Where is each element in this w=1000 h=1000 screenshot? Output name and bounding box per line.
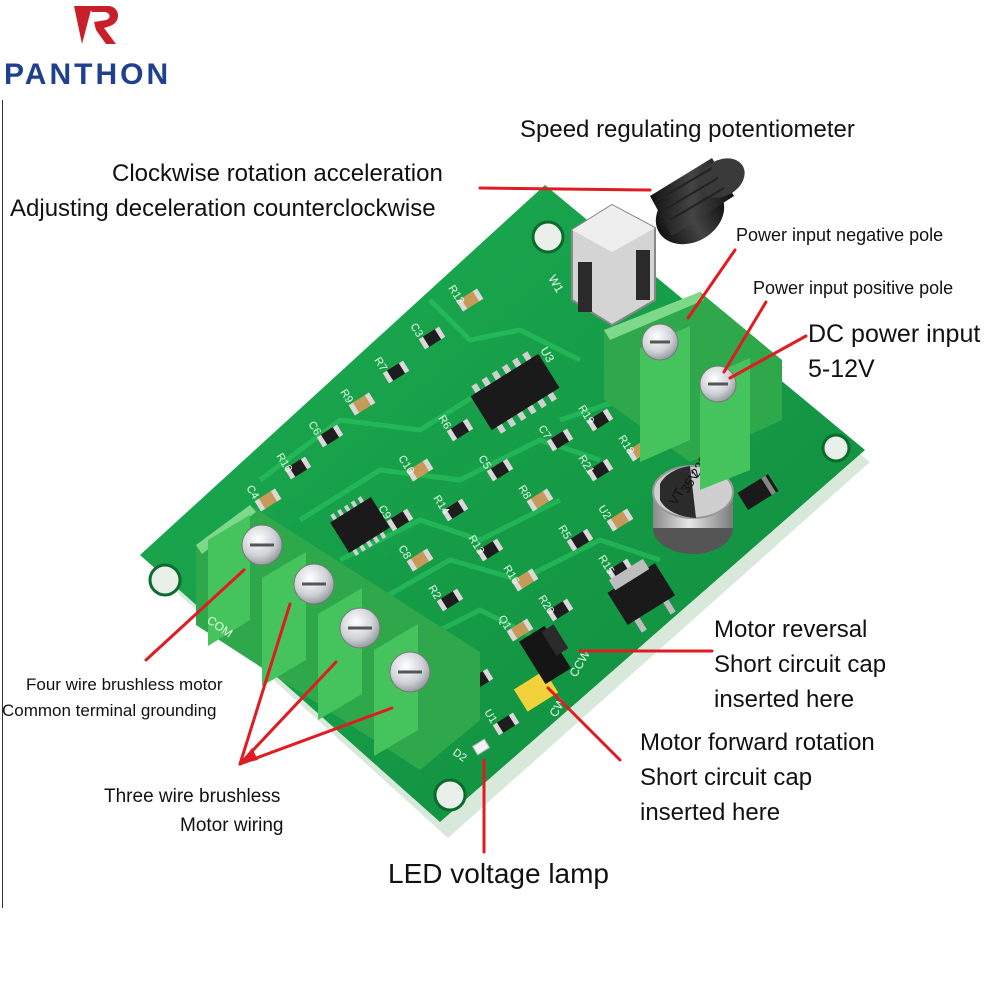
smd-resistor bbox=[406, 548, 434, 572]
smd-resistor bbox=[382, 360, 410, 384]
pointer-lines bbox=[144, 186, 808, 854]
three-wire-label-2: Motor wiring bbox=[180, 815, 284, 836]
capacitor-series: VT bbox=[666, 486, 687, 508]
dc-input-label: DC power input bbox=[808, 320, 981, 348]
smd-resistor bbox=[566, 528, 594, 552]
four-wire-label-2: Common terminal grounding bbox=[2, 701, 217, 720]
smd-resistor bbox=[456, 288, 484, 312]
ic-label: U3 bbox=[537, 345, 557, 366]
forward-label-2: Short circuit cap bbox=[640, 764, 813, 791]
smd-resistor bbox=[254, 488, 282, 512]
led-lamp-label: LED voltage lamp bbox=[388, 858, 610, 889]
mounting-holes bbox=[148, 220, 851, 812]
smd-resistor bbox=[586, 408, 614, 432]
ic-chip-u3 bbox=[470, 351, 560, 434]
smd-resistor bbox=[418, 326, 446, 350]
three-wire-label-1: Three wire brushless bbox=[104, 786, 281, 807]
smd-resistor bbox=[486, 458, 514, 482]
reversal-label-3: inserted here bbox=[714, 686, 855, 713]
brand-logo-icon bbox=[74, 6, 119, 44]
smd-resistor bbox=[284, 456, 312, 480]
left-border-line bbox=[2, 100, 3, 908]
electrolytic-capacitor: 220 35V VT bbox=[652, 453, 734, 554]
smd-resistor bbox=[348, 392, 376, 416]
smd-resistor bbox=[526, 488, 554, 512]
smd-resistor bbox=[546, 428, 574, 452]
smd-resistor bbox=[586, 458, 614, 482]
jumper-header bbox=[513, 624, 571, 712]
power-terminal-block bbox=[604, 292, 782, 490]
power-pos-label: Power input positive pole bbox=[753, 278, 954, 298]
reversal-label-2: Short circuit cap bbox=[714, 651, 887, 678]
motor-terminal-block bbox=[196, 505, 480, 770]
ic-chip-u2 bbox=[330, 496, 390, 556]
four-wire-label-1: Four wire brushless motor bbox=[26, 675, 223, 694]
cw-accel-label: Clockwise rotation acceleration bbox=[112, 160, 443, 187]
forward-label-3: inserted here bbox=[640, 799, 781, 826]
smd-resistor bbox=[406, 458, 434, 482]
brand-name: PANTHON bbox=[4, 58, 172, 91]
smd-resistor bbox=[511, 568, 539, 592]
smd-resistor bbox=[316, 424, 344, 448]
smd-resistor bbox=[492, 712, 520, 736]
smd-resistor bbox=[386, 508, 414, 532]
smd-resistor bbox=[441, 498, 469, 522]
power-neg-label: Power input negative pole bbox=[736, 225, 944, 245]
smd-resistor bbox=[506, 618, 534, 642]
reversal-label-1: Motor reversal bbox=[714, 616, 868, 643]
forward-label-1: Motor forward rotation bbox=[640, 729, 875, 756]
speed-pot-label: Speed regulating potentiometer bbox=[520, 116, 855, 143]
smd-resistor bbox=[476, 538, 504, 562]
dc-voltage-label: 5-12V bbox=[808, 355, 875, 383]
diode-d1 bbox=[737, 473, 779, 511]
led-lamp bbox=[471, 738, 491, 756]
pointer-heads bbox=[240, 748, 258, 764]
voltage-regulator bbox=[607, 558, 676, 633]
smd-resistor bbox=[606, 508, 634, 532]
potentiometer bbox=[571, 158, 745, 327]
smd-resistor bbox=[546, 598, 574, 622]
ccw-decel-label: Adjusting deceleration counterclockwise bbox=[10, 195, 436, 222]
smd-components bbox=[254, 288, 654, 736]
smd-resistor bbox=[436, 588, 464, 612]
smd-resistor bbox=[446, 418, 474, 442]
